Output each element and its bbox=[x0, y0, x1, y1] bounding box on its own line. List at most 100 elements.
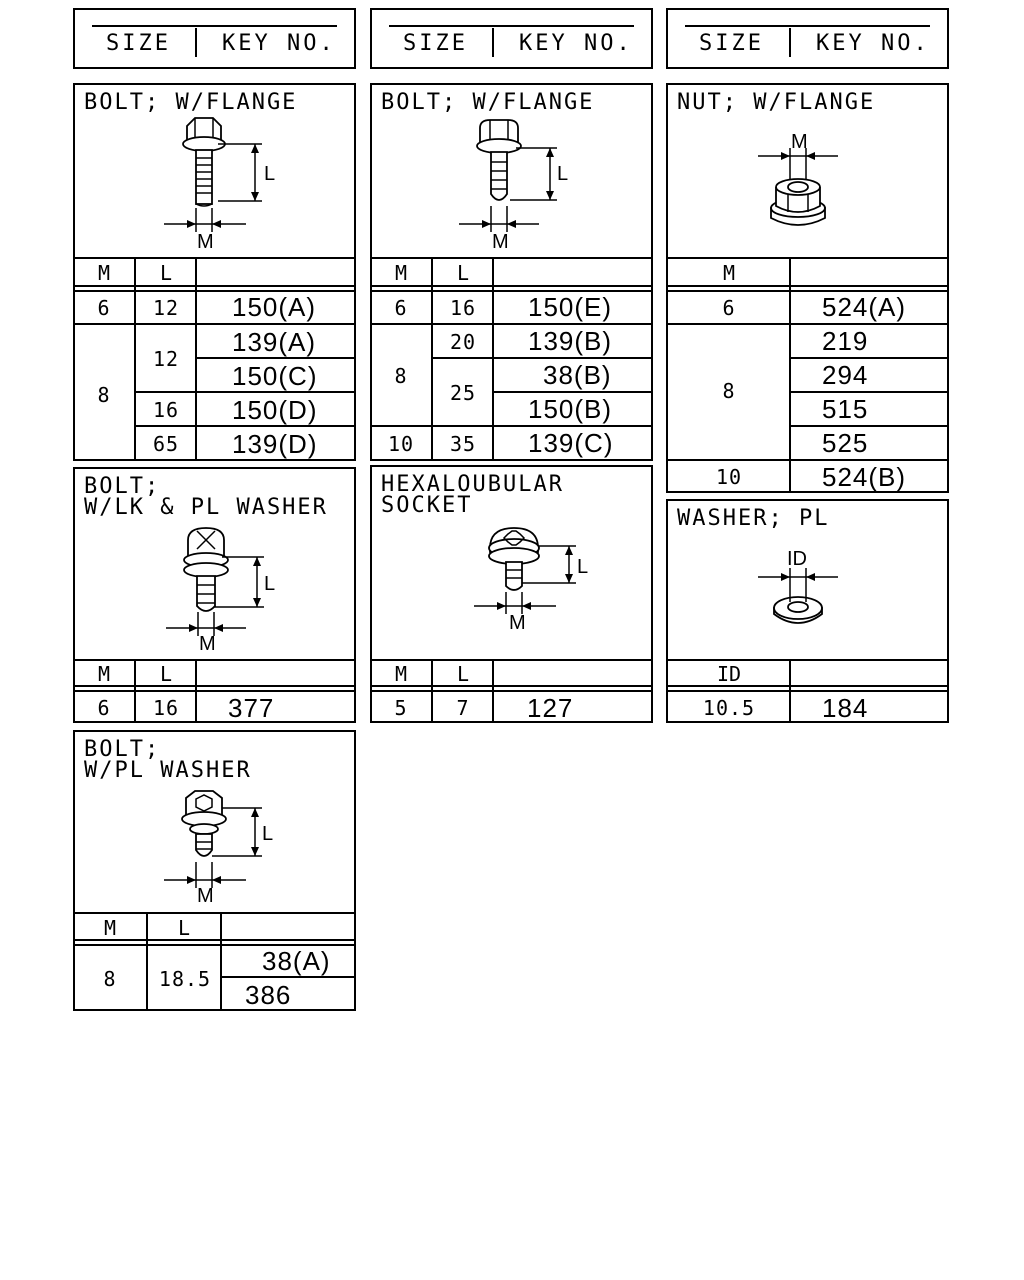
cell-key: 150(A) bbox=[232, 292, 316, 322]
cell-key: 38(B) bbox=[543, 360, 612, 390]
cell-m: 6 bbox=[97, 296, 110, 320]
panel-title-line2: W/LK & PL WASHER bbox=[84, 495, 328, 520]
cell-m: 8 bbox=[394, 364, 407, 388]
svg-text:M: M bbox=[492, 231, 509, 253]
col-id: ID bbox=[717, 662, 741, 686]
cell-m: 6 bbox=[722, 296, 735, 320]
cell-l: 16 bbox=[153, 398, 179, 422]
cell-key: 139(A) bbox=[232, 327, 316, 357]
panel-bolt-pl-washer: BOLT; W/PL WASHER L M bbox=[73, 730, 356, 1011]
svg-text:M: M bbox=[197, 231, 214, 253]
torx-screw-icon bbox=[488, 527, 540, 591]
dimension-m: M bbox=[459, 206, 539, 253]
panel-bolt-flange-b: BOLT; W/FLANGE L M bbox=[370, 83, 653, 461]
cell-m: 6 bbox=[97, 696, 110, 720]
cell-key: 139(C) bbox=[528, 428, 613, 458]
cell-key: 219 bbox=[822, 326, 868, 356]
key-no-label: KEY NO. bbox=[519, 31, 633, 56]
cell-key: 127 bbox=[527, 693, 573, 723]
cell-m: 5 bbox=[394, 696, 407, 720]
cell-key: 294 bbox=[822, 360, 868, 390]
panel-title-line2: SOCKET bbox=[381, 493, 472, 518]
dimension-m: M bbox=[166, 612, 246, 655]
cell-key: 524(B) bbox=[822, 462, 906, 492]
cell-l: 35 bbox=[450, 432, 476, 456]
col-m: M bbox=[395, 662, 407, 686]
cell-key: 184 bbox=[822, 693, 868, 723]
flange-bolt-icon bbox=[182, 117, 226, 207]
panel-title: BOLT; W/FLANGE bbox=[84, 90, 297, 115]
panel-title: BOLT; W/FLANGE bbox=[381, 90, 594, 115]
size-header-3: SIZE KEY NO. bbox=[666, 8, 949, 69]
cell-key: 150(C) bbox=[232, 361, 317, 391]
cell-key: 150(B) bbox=[528, 394, 612, 424]
cell-l: 16 bbox=[450, 296, 476, 320]
dimension-m: M bbox=[474, 592, 556, 634]
flange-nut-icon bbox=[770, 178, 826, 226]
cell-key: 386 bbox=[245, 980, 291, 1010]
cell-key: 377 bbox=[228, 693, 274, 723]
cell-l: 25 bbox=[450, 381, 476, 405]
panel-washer-pl: WASHER; PL ID ID 10.5 184 bbox=[666, 499, 949, 723]
cell-m: 8 bbox=[97, 383, 110, 407]
cell-l: 12 bbox=[153, 296, 179, 320]
svg-text:ID: ID bbox=[787, 548, 807, 570]
size-label: SIZE bbox=[699, 31, 764, 56]
flange-bolt-short-icon bbox=[476, 119, 522, 201]
size-label: SIZE bbox=[106, 31, 171, 56]
col-l: L bbox=[160, 662, 172, 686]
panel-title-line2: W/PL WASHER bbox=[84, 758, 252, 783]
svg-text:M: M bbox=[509, 612, 526, 634]
col-m: M bbox=[395, 261, 407, 285]
dimension-id: ID bbox=[758, 548, 838, 602]
cell-key: 150(D) bbox=[232, 395, 317, 425]
panel-bolt-flange-a: BOLT; W/FLANGE L M bbox=[73, 83, 356, 461]
cell-key: 515 bbox=[822, 394, 868, 424]
cell-m: 10 bbox=[388, 432, 414, 456]
panel-title: NUT; W/FLANGE bbox=[677, 90, 875, 115]
svg-text:M: M bbox=[791, 131, 808, 153]
col-m: M bbox=[723, 261, 735, 285]
col-m: M bbox=[98, 662, 110, 686]
svg-text:L: L bbox=[264, 163, 275, 185]
svg-text:L: L bbox=[557, 163, 568, 185]
cell-key: 150(E) bbox=[528, 292, 612, 322]
svg-text:M: M bbox=[199, 633, 216, 655]
dimension-l: L bbox=[218, 143, 275, 202]
svg-text:M: M bbox=[197, 885, 214, 907]
cell-l: 12 bbox=[153, 347, 179, 371]
cell-m: 6 bbox=[394, 296, 407, 320]
panel-title: WASHER; PL bbox=[677, 506, 829, 531]
washer-icon bbox=[773, 596, 823, 624]
col-l: L bbox=[457, 662, 469, 686]
cell-m: 10 bbox=[716, 465, 742, 489]
cell-l: 16 bbox=[153, 696, 179, 720]
dimension-l: L bbox=[214, 556, 275, 608]
key-no-label: KEY NO. bbox=[222, 31, 336, 56]
cell-key: 139(B) bbox=[528, 326, 612, 356]
col-l: L bbox=[178, 916, 190, 940]
panel-title-line1: HEXALOUBULAR bbox=[381, 472, 564, 497]
cell-l: 18.5 bbox=[159, 967, 211, 991]
svg-text:L: L bbox=[577, 556, 588, 578]
svg-text:L: L bbox=[262, 823, 273, 845]
hex-bolt-washer-icon bbox=[183, 527, 229, 612]
cell-id: 10.5 bbox=[703, 696, 755, 720]
panel-bolt-lk-pl-washer: BOLT; W/LK & PL WASHER L M bbox=[73, 467, 356, 723]
col-l: L bbox=[160, 261, 172, 285]
key-no-label: KEY NO. bbox=[816, 31, 930, 56]
dimension-m: M bbox=[164, 862, 246, 907]
size-header-2: SIZE KEY NO. bbox=[370, 8, 653, 69]
cell-m: 8 bbox=[722, 379, 735, 403]
size-label: SIZE bbox=[403, 31, 468, 56]
svg-text:L: L bbox=[264, 573, 275, 595]
col-l: L bbox=[457, 261, 469, 285]
dimension-l: L bbox=[510, 147, 568, 201]
cell-key: 38(A) bbox=[262, 946, 331, 976]
cell-key: 525 bbox=[822, 428, 868, 458]
col-m: M bbox=[104, 916, 116, 940]
cell-l: 7 bbox=[456, 696, 469, 720]
cell-m: 8 bbox=[103, 967, 116, 991]
dimension-m: M bbox=[758, 131, 838, 180]
